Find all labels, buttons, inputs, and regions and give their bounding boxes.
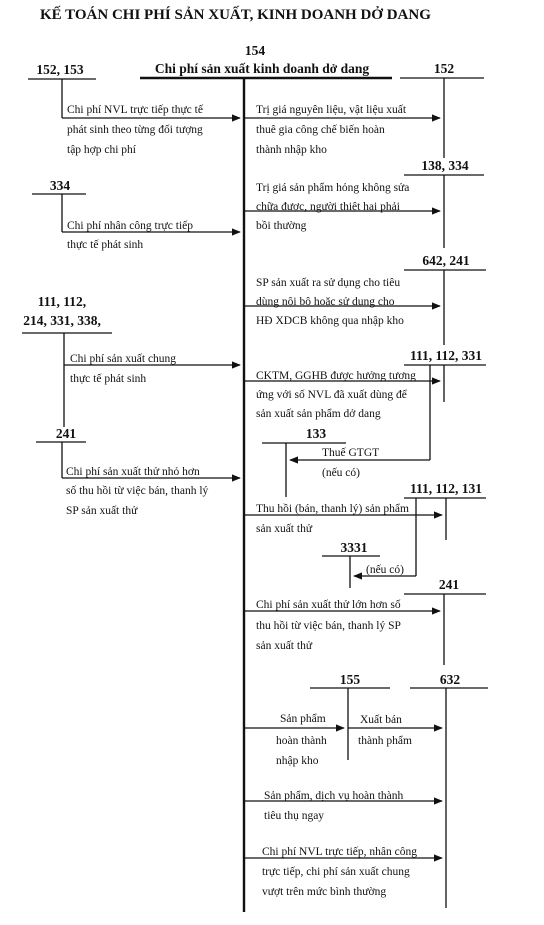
vat-in-text-2: (nếu có) [322,466,360,479]
trial-more-text-2: thu hồi từ việc bán, thanh lý SP [256,619,401,632]
outsourced-text-2: thuê gia công chế biến hoàn [256,123,385,136]
recovery-text-1: Thu hồi (bán, thanh lý) sản phẩm [256,502,409,515]
account-154-name: Chi phí sản xuất kinh doanh dở dang [155,61,369,76]
labor-text-1: Chi phí nhân công trực tiếp [67,219,193,232]
account-152-code: 152 [434,61,455,76]
trial-less-text-1: Chi phí sản xuất thử nhỏ hơn [66,465,200,478]
general-text-1: Chi phí sản xuất chung [70,352,176,365]
sold-text-1: Xuất bán [360,713,402,726]
discount-text-1: CKTM, GGHB được hưởng tương [256,370,416,382]
account-111-group-line1: 111, 112, [38,294,86,309]
nvl-text-3: tập hợp chi phí [67,144,137,156]
account-3331-code: 3331 [341,540,368,555]
account-154-code: 154 [245,43,266,58]
account-3331: 3331 (nếu có) [322,540,416,588]
account-632-code: 632 [440,672,461,687]
account-152: 152 Trị giá nguyên liệu, vật liệu xuất t… [244,61,484,158]
abnormal-text-3: vượt trên mức bình thường [262,886,386,898]
account-241-left-code: 241 [56,426,77,441]
finished-text-1: Sản phẩm [280,712,326,725]
account-642-241-code: 642, 241 [422,253,470,268]
account-642-241: 642, 241 SP sản xuất ra sử dụng cho tiêu… [244,253,486,345]
account-111-group-line2: 214, 331, 338, [23,313,101,328]
account-632: 632 Xuất bán thành phẩm Sản phẩm, dịch v… [244,672,488,908]
outsourced-text-1: Trị giá nguyên liệu, vật liệu xuất [256,103,407,116]
abnormal-text-1: Chi phí NVL trực tiếp, nhân công [262,845,417,858]
consumed-text-2: tiêu thụ ngay [264,810,324,822]
trial-less-text-2: số thu hồi từ việc bán, thanh lý [66,484,209,497]
diagram-title: KẾ TOÁN CHI PHÍ SẢN XUẤT, KINH DOANH DỞ … [40,6,431,23]
damaged-text-1: Trị giá sản phẩm hỏng không sửa [256,181,409,194]
damaged-text-2: chữa được, người thiệt hại phải [256,201,400,213]
discount-text-3: sản xuất sản phẩm dở dang [256,407,381,420]
account-138-334: 138, 334 Trị giá sản phẩm hỏng không sửa… [244,158,484,248]
account-241-right-code: 241 [439,577,460,592]
vat-out-text: (nếu có) [366,563,404,576]
finished-text-3: nhập kho [276,755,319,767]
nvl-text-2: phát sinh theo từng đối tượng [67,123,203,136]
damaged-text-3: bồi thường [256,219,307,232]
nvl-text-1: Chi phí NVL trực tiếp thực tế [67,103,204,116]
account-111-group: 111, 112, 214, 331, 338, Chi phí sản xuấ… [22,294,241,427]
recovery-text-2: sản xuất thử [256,522,313,535]
internal-use-text-1: SP sản xuất ra sử dụng cho tiêu [256,276,400,289]
vat-in-text-1: Thuế GTGT [322,446,379,459]
account-111-112-331: 111, 112, 331 CKTM, GGHB được hưởng tươn… [244,348,486,460]
account-111-112-131: 111, 112, 131 Thu hồi (bán, thanh lý) sả… [244,481,486,576]
outsourced-text-3: thành nhập kho [256,144,327,156]
trial-less-text-3: SP sản xuất thử [66,504,138,517]
account-133: 133 Thuế GTGT (nếu có) [262,426,430,497]
abnormal-text-2: trực tiếp, chi phí sản xuất chung [262,865,410,878]
general-text-2: thực tế phát sinh [70,372,146,385]
account-155: 155 Sản phẩm hoàn thành nhập kho [244,672,390,767]
account-152-153-code: 152, 153 [36,62,84,77]
account-152-153: 152, 153 Chi phí NVL trực tiếp thực tế p… [28,62,241,156]
account-138-334-code: 138, 334 [421,158,469,173]
internal-use-text-3: HĐ XDCB không qua nhập kho [256,315,404,327]
finished-text-2: hoàn thành [276,735,327,747]
account-241-right: 241 Chi phí sản xuất thử lớn hơn số thu … [244,577,486,665]
sold-text-2: thành phẩm [358,734,412,747]
account-334-code: 334 [50,178,71,193]
account-241-left: 241 Chi phí sản xuất thử nhỏ hơn số thu … [36,426,241,517]
account-154: 154 Chi phí sản xuất kinh doanh dở dang [140,43,392,912]
trial-more-text-1: Chi phí sản xuất thử lớn hơn số [256,598,401,611]
account-334: 334 Chi phí nhân công trực tiếp thực tế … [32,178,241,251]
account-133-code: 133 [306,426,327,441]
account-111-112-331-code: 111, 112, 331 [410,348,482,363]
account-111-112-131-code: 111, 112, 131 [410,481,482,496]
labor-text-2: thực tế phát sinh [67,238,143,251]
account-155-code: 155 [340,672,361,687]
trial-more-text-3: sản xuất thử [256,639,313,652]
discount-text-2: ứng với số NVL đã xuất dùng để [256,388,408,401]
consumed-text-1: Sản phẩm, dịch vụ hoàn thành [264,789,404,802]
internal-use-text-2: dùng nội bộ hoặc sử dụng cho [256,296,395,308]
